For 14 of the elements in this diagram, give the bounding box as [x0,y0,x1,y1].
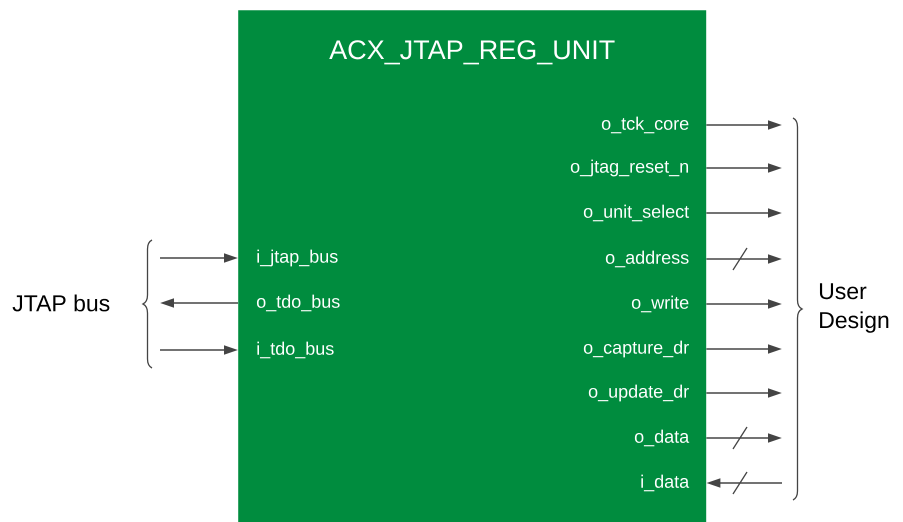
port-label: o_address [606,250,689,268]
port-label: o_update_dr [588,384,689,402]
port-label: o_data [634,430,690,446]
group-label: JTAP bus [12,294,110,312]
port-label: o_jtag_reset_n [570,160,688,176]
port-label: o_unit_select [584,204,690,222]
port-label: i_data [641,474,690,492]
port-label: i_tdo_bus [257,342,334,358]
port-label: o_tck_core [602,116,688,134]
port-label: o_tdo_bus [256,294,340,312]
port-label: i_jtap_bus [257,250,338,266]
group-label: User Design [820,283,888,333]
port-label: o_capture_dr [584,340,689,358]
port-label: o_write [632,296,688,312]
